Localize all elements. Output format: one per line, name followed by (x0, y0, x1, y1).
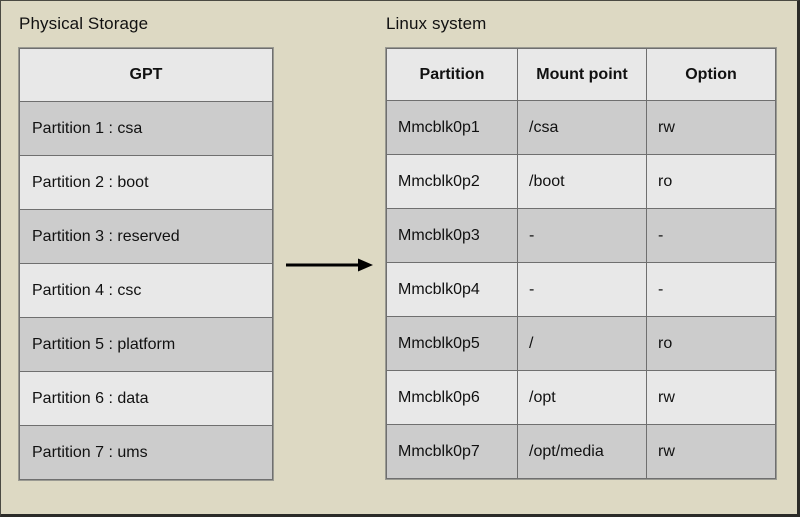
gpt-partition-cell: Partition 4 : csc (19, 263, 273, 318)
header-mount-point: Mount point (517, 48, 647, 101)
cell-partition: Mmcblk0p6 (386, 370, 518, 425)
gpt-partition-cell: Partition 7 : ums (19, 425, 273, 480)
header-option: Option (646, 48, 776, 101)
cell-option: rw (646, 424, 776, 479)
right-arrow-icon (286, 258, 373, 272)
table-row: Mmcblk0p6 /opt rw (386, 370, 776, 425)
table-row: Mmcblk0p4 - - (386, 262, 776, 317)
cell-option: ro (646, 316, 776, 371)
table-row: Mmcblk0p1 /csa rw (386, 100, 776, 155)
gpt-partition-cell: Partition 2 : boot (19, 155, 273, 210)
linux-system-title: Linux system (386, 14, 487, 33)
cell-mount-point: /csa (517, 100, 647, 155)
linux-table-head: Partition Mount point Option (386, 48, 776, 101)
table-row: Mmcblk0p3 - - (386, 208, 776, 263)
cell-option: - (646, 208, 776, 263)
cell-mount-point: /boot (517, 154, 647, 209)
table-row: Partition 5 : platform (19, 317, 273, 372)
cell-partition: Mmcblk0p4 (386, 262, 518, 317)
gpt-header-cell: GPT (19, 48, 273, 102)
cell-mount-point: / (517, 316, 647, 371)
table-row: Partition 1 : csa (19, 101, 273, 156)
linux-table-body: Mmcblk0p1 /csa rw Mmcblk0p2 /boot ro Mmc… (386, 100, 776, 479)
cell-mount-point: - (517, 262, 647, 317)
table-row: Partition 3 : reserved (19, 209, 273, 264)
cell-option: rw (646, 100, 776, 155)
cell-partition: Mmcblk0p1 (386, 100, 518, 155)
physical-storage-title: Physical Storage (19, 14, 149, 33)
header-partition: Partition (386, 48, 518, 101)
cell-partition: Mmcblk0p7 (386, 424, 518, 479)
table-row: Partition 6 : data (19, 371, 273, 426)
gpt-partition-table: GPT Partition 1 : csa Partition 2 : boot… (19, 48, 273, 480)
table-row: Partition 2 : boot (19, 155, 273, 210)
table-row: Mmcblk0p5 / ro (386, 316, 776, 371)
gpt-partition-cell: Partition 6 : data (19, 371, 273, 426)
gpt-header-row: GPT (19, 48, 273, 102)
cell-option: - (646, 262, 776, 317)
cell-partition: Mmcblk0p5 (386, 316, 518, 371)
gpt-partition-cell: Partition 1 : csa (19, 101, 273, 156)
cell-option: rw (646, 370, 776, 425)
cell-mount-point: /opt (517, 370, 647, 425)
gpt-table-head: GPT (19, 48, 273, 102)
cell-partition: Mmcblk0p3 (386, 208, 518, 263)
cell-mount-point: /opt/media (517, 424, 647, 479)
cell-option: ro (646, 154, 776, 209)
table-row: Mmcblk0p7 /opt/media rw (386, 424, 776, 479)
linux-header-row: Partition Mount point Option (386, 48, 776, 101)
cell-partition: Mmcblk0p2 (386, 154, 518, 209)
table-row: Mmcblk0p2 /boot ro (386, 154, 776, 209)
table-row: Partition 4 : csc (19, 263, 273, 318)
cell-mount-point: - (517, 208, 647, 263)
gpt-partition-cell: Partition 5 : platform (19, 317, 273, 372)
gpt-partition-cell: Partition 3 : reserved (19, 209, 273, 264)
linux-mount-table: Partition Mount point Option Mmcblk0p1 /… (386, 48, 776, 479)
table-row: Partition 7 : ums (19, 425, 273, 480)
gpt-table-body: Partition 1 : csa Partition 2 : boot Par… (19, 101, 273, 480)
